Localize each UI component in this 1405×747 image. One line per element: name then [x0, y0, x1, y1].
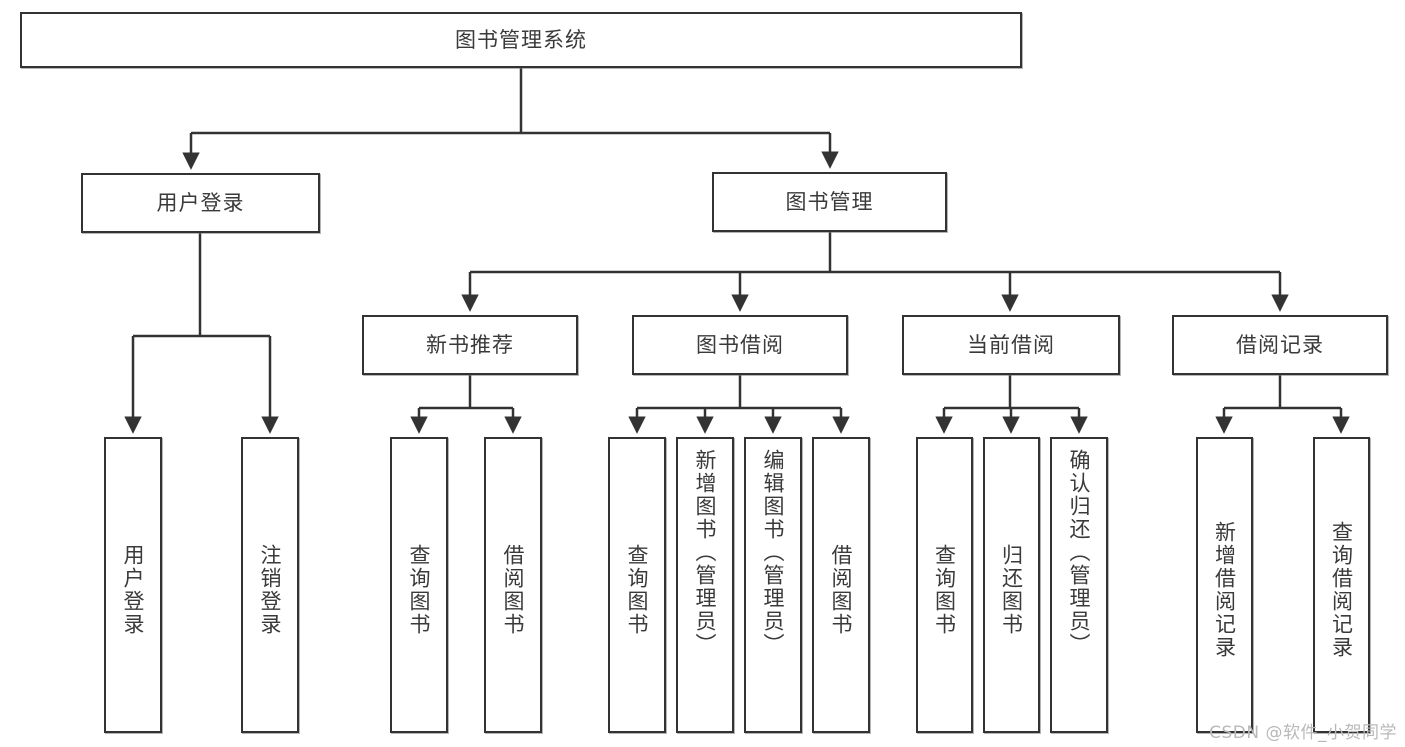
node-leaf-add-book-label: 新增图书（管理员）	[693, 449, 718, 656]
node-leaf-borrow-book-1-label: 借阅图书	[501, 544, 526, 636]
node-book-manage-label: 图书管理	[785, 189, 874, 214]
node-user-login[interactable]: 用户登录	[81, 173, 320, 233]
node-current-borrow-label: 当前借阅	[967, 332, 1055, 357]
node-leaf-user-login[interactable]: 用户登录	[104, 437, 162, 733]
node-leaf-edit-book[interactable]: 编辑图书（管理员）	[744, 437, 802, 733]
node-leaf-user-logout-label: 注销登录	[258, 544, 283, 636]
node-root[interactable]: 图书管理系统	[20, 12, 1022, 68]
node-new-book-rec[interactable]: 新书推荐	[362, 315, 578, 375]
node-leaf-confirm-return[interactable]: 确认归还（管理员）	[1050, 437, 1108, 733]
node-leaf-return-book[interactable]: 归还图书	[983, 437, 1040, 733]
node-leaf-query-book-1[interactable]: 查询图书	[390, 437, 448, 733]
node-new-book-rec-label: 新书推荐	[426, 332, 514, 357]
node-leaf-add-record-label: 新增借阅记录	[1212, 521, 1237, 659]
node-book-borrow[interactable]: 图书借阅	[632, 315, 848, 375]
node-book-borrow-label: 图书借阅	[696, 332, 784, 357]
node-leaf-return-book-label: 归还图书	[999, 544, 1024, 636]
node-leaf-query-book-3[interactable]: 查询图书	[916, 437, 973, 733]
node-leaf-query-book-3-label: 查询图书	[932, 544, 957, 636]
node-user-login-label: 用户登录	[156, 190, 245, 215]
node-book-manage[interactable]: 图书管理	[712, 172, 947, 232]
node-leaf-user-logout[interactable]: 注销登录	[241, 437, 299, 733]
node-leaf-query-book-1-label: 查询图书	[407, 544, 432, 636]
node-leaf-borrow-book-1[interactable]: 借阅图书	[484, 437, 542, 733]
node-leaf-query-book-2-label: 查询图书	[625, 544, 650, 636]
node-leaf-query-book-2[interactable]: 查询图书	[608, 437, 666, 733]
node-root-label: 图书管理系统	[455, 27, 587, 52]
node-leaf-query-record-label: 查询借阅记录	[1329, 521, 1354, 659]
node-leaf-add-book[interactable]: 新增图书（管理员）	[676, 437, 734, 733]
node-borrow-record[interactable]: 借阅记录	[1172, 315, 1388, 375]
node-leaf-confirm-return-label: 确认归还（管理员）	[1067, 449, 1092, 656]
node-borrow-record-label: 借阅记录	[1236, 332, 1324, 357]
node-leaf-borrow-book-2[interactable]: 借阅图书	[812, 437, 870, 733]
node-leaf-borrow-book-2-label: 借阅图书	[829, 544, 854, 636]
node-leaf-edit-book-label: 编辑图书（管理员）	[761, 449, 786, 656]
node-leaf-add-record[interactable]: 新增借阅记录	[1196, 437, 1253, 733]
watermark-text: CSDN @软件_小贺同学	[1209, 723, 1397, 743]
node-leaf-query-record[interactable]: 查询借阅记录	[1313, 437, 1370, 733]
node-current-borrow[interactable]: 当前借阅	[902, 315, 1120, 375]
node-leaf-user-login-label: 用户登录	[121, 544, 146, 636]
